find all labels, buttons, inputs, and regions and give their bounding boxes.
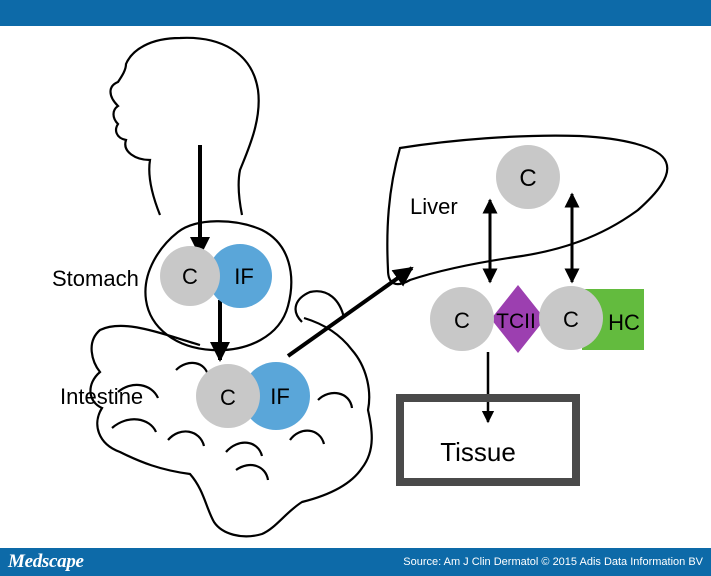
intestine-intrinsic-factor-label: IF — [270, 384, 290, 409]
stomach-cobalamin-label: C — [182, 264, 198, 289]
liver-outline — [386, 134, 669, 286]
transcobalamin-diamond — [491, 285, 545, 353]
intestine-outline — [89, 290, 373, 538]
tcii-cobalamin-label: C — [454, 308, 470, 333]
stomach-intrinsic-factor-label: IF — [234, 264, 254, 289]
source-citation: Source: Am J Clin Dermatol © 2015 Adis D… — [403, 556, 703, 568]
footer-bar: Medscape Source: Am J Clin Dermatol © 20… — [0, 548, 711, 576]
stomach-outline — [144, 220, 293, 352]
liver-cobalamin — [496, 145, 560, 209]
transcobalamin-label: TCII — [496, 310, 536, 333]
stomach-cobalamin — [160, 246, 220, 306]
cobalamin-absorption-diagram: C IF C IF C C TCII C HC Tissue Stomach I… — [52, 36, 669, 538]
tcii-cobalamin — [430, 287, 494, 351]
head-outline — [109, 36, 260, 216]
tissue-label: Tissue — [440, 437, 516, 467]
intestine-cobalamin — [196, 364, 260, 428]
intestine-label: Intestine — [60, 384, 143, 409]
tissue-box — [396, 394, 580, 486]
liver-label: Liver — [410, 194, 458, 219]
liver-cobalamin-label: C — [519, 165, 536, 192]
stomach-intrinsic-factor — [208, 244, 272, 308]
intestine-to-liver-arrow — [286, 266, 414, 358]
haptocorrin-label: HC — [608, 310, 640, 335]
hc-cobalamin — [539, 286, 603, 350]
intestine-intrinsic-factor — [242, 362, 310, 430]
intestine-cobalamin-label: C — [220, 385, 236, 410]
header-bar — [0, 0, 711, 26]
medscape-logo: Medscape — [8, 551, 84, 572]
stomach-label: Stomach — [52, 266, 139, 291]
hc-cobalamin-label: C — [563, 307, 579, 332]
